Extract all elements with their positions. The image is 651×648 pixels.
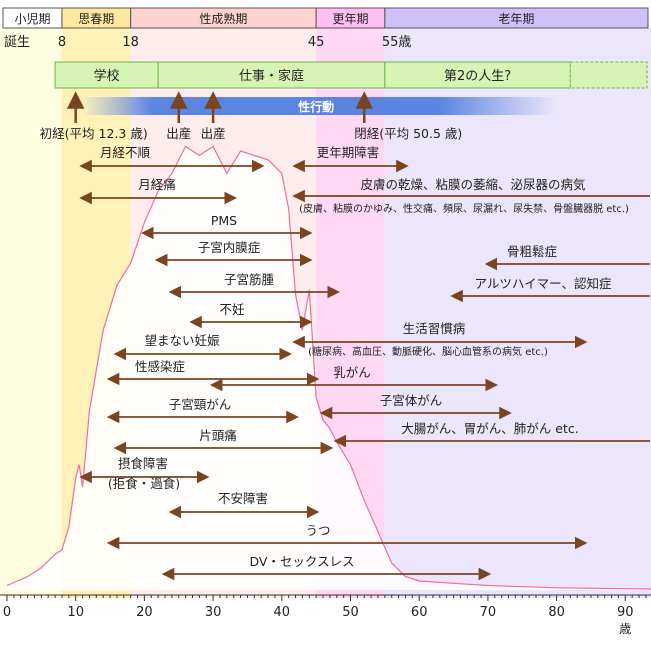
event-label: 初経(平均 12.3 歳) <box>40 126 148 141</box>
life-phase-label: 仕事・家庭 <box>239 68 304 84</box>
x-tick-label: 20 <box>136 605 153 620</box>
condition-label: PMS <box>211 213 237 228</box>
age-mark: 誕生 <box>4 35 30 50</box>
condition-label: (糖尿病、高血圧、動脈硬化、脳心血管系の病気 etc.) <box>308 345 548 358</box>
x-tick-label: 50 <box>342 605 359 620</box>
stage-label: 性成熟期 <box>199 11 247 26</box>
condition-label: 皮膚の乾燥、粘膜の萎縮、泌尿器の病気 <box>360 177 585 192</box>
life-phase-label: 第2の人生? <box>444 69 511 84</box>
condition-label: 子宮筋腫 <box>224 272 275 287</box>
stage-header: 小児期 思春期 性成熟期 更年期 老年期 <box>2 7 649 29</box>
age-axis: 0 10 20 30 40 50 60 70 80 90 歳 <box>0 594 651 636</box>
event-label: 閉経(平均 50.5 歳) <box>354 126 462 141</box>
life-events: 初経(平均 12.3 歳) 出産出産 閉経(平均 50.5 歳) <box>40 91 462 141</box>
condition-label: 月経不順 <box>100 145 151 160</box>
condition-label: 片頭痛 <box>199 428 237 443</box>
x-tick-label: 70 <box>480 605 497 620</box>
condition-label: 更年期障害 <box>317 145 380 160</box>
condition-label: 大腸がん、胃がん、肺がん etc. <box>401 421 578 436</box>
x-tick-label: 10 <box>67 605 84 620</box>
condition-label: アルツハイマー、認知症 <box>474 276 611 291</box>
condition-label: 不妊 <box>219 302 245 317</box>
condition-label: 子宮頸がん <box>169 397 232 412</box>
x-tick-label: 60 <box>411 605 428 620</box>
condition-label: 摂食障害 <box>118 456 168 471</box>
sexual-activity-band <box>82 97 557 115</box>
condition-label: (皮膚、粘膜のかゆみ、性交痛、頻尿、尿漏れ、尿失禁、骨盤臓器脱 etc.) <box>299 202 629 215</box>
condition-label: 子宮体がん <box>380 393 443 408</box>
stage-band <box>384 28 651 598</box>
age-marks: 誕生 8 18 45 55歳 <box>4 35 411 50</box>
stage-label: 小児期 <box>14 12 50 26</box>
hormone-line <box>6 145 651 590</box>
x-tick-label: 0 <box>3 605 11 620</box>
condition-label: 月経痛 <box>138 177 176 192</box>
life-phase-label: 学校 <box>94 68 120 84</box>
age-mark: 45 <box>308 35 325 50</box>
condition-label: 性感染症 <box>135 359 185 374</box>
condition-label: 骨粗鬆症 <box>507 244 557 259</box>
x-tick-label: 30 <box>205 605 222 620</box>
condition-label: 生活習慣病 <box>403 321 466 336</box>
life-phase-box <box>569 61 648 89</box>
stage-header-cell <box>384 7 649 29</box>
stage-label: 更年期 <box>332 12 368 26</box>
stage-bands <box>0 28 651 598</box>
condition-label: 望まない妊娠 <box>144 333 220 348</box>
stage-band <box>0 28 62 598</box>
condition-label: 不安障害 <box>218 491 268 506</box>
age-mark: 8 <box>58 35 66 50</box>
x-axis-unit: 歳 <box>619 622 631 636</box>
x-tick-label: 90 <box>617 605 634 620</box>
life-phase-box <box>54 61 159 89</box>
condition-label: DV・セックスレス <box>249 554 354 569</box>
stage-label: 老年期 <box>498 12 534 26</box>
stage-label: 思春期 <box>78 12 114 26</box>
sexual-activity-bar: 性行動 <box>82 97 557 115</box>
x-tick-label: 40 <box>274 605 291 620</box>
condition-label: 乳がん <box>333 365 371 380</box>
x-tick-label: 80 <box>548 605 565 620</box>
life-phases: 学校 仕事・家庭 第2の人生? <box>54 61 648 89</box>
event-label: 出産 <box>201 126 226 141</box>
life-phase-box <box>384 61 571 89</box>
condition-label: (拒食・過食) <box>108 476 180 491</box>
sexual-activity-label: 性行動 <box>297 99 334 114</box>
event-label: 出産 <box>166 126 191 141</box>
condition-label: 子宮内膜症 <box>198 240 261 255</box>
age-mark: 18 <box>122 35 139 50</box>
age-mark: 55歳 <box>382 35 412 50</box>
condition-label: うつ <box>305 523 330 538</box>
